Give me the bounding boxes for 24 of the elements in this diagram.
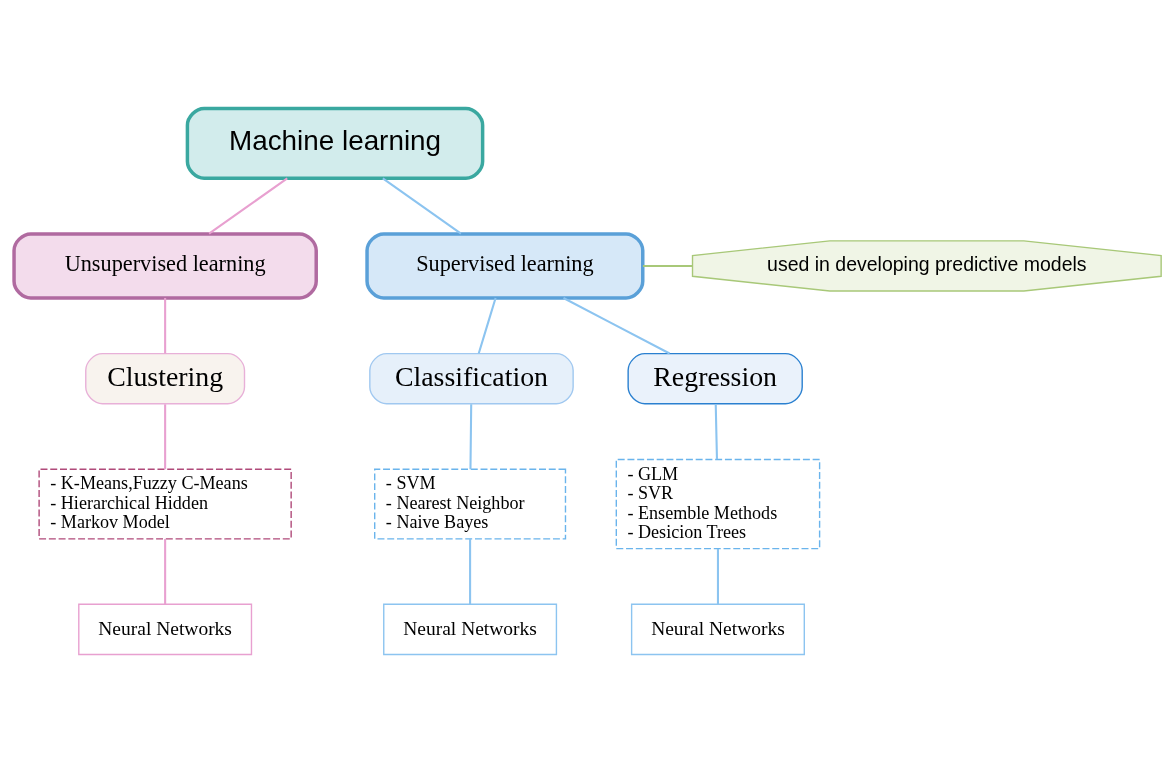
connector [469,403,473,469]
node-box: - SVM - Nearest Neighbor - Naive Bayes [374,468,567,540]
connector [563,296,671,354]
node-box: Supervised learning [365,231,645,300]
connector [716,548,719,604]
connector [477,297,497,354]
connector [642,264,693,267]
node-box: - GLM - SVR - Ensemble Methods - Desicion Trees [615,458,821,549]
connector [469,538,472,604]
node-box: Neural Networks [383,603,558,655]
connector [164,538,167,604]
node-box: Unsupervised learning [12,231,318,300]
node-box: Neural Networks [78,603,253,655]
connector [164,297,167,353]
node-box: Clustering [85,352,246,404]
node-box: Neural Networks [630,603,805,655]
connector [164,403,167,469]
connector [208,177,288,234]
node-box: Classification [369,352,574,404]
connector [714,403,718,459]
node-box: - K-Means,Fuzzy C-Means - Hierarchical Hidden - Markov Model [38,468,292,540]
connector [382,177,462,234]
node-box: Machine learning [185,106,485,180]
node-box: Regression [627,352,803,404]
